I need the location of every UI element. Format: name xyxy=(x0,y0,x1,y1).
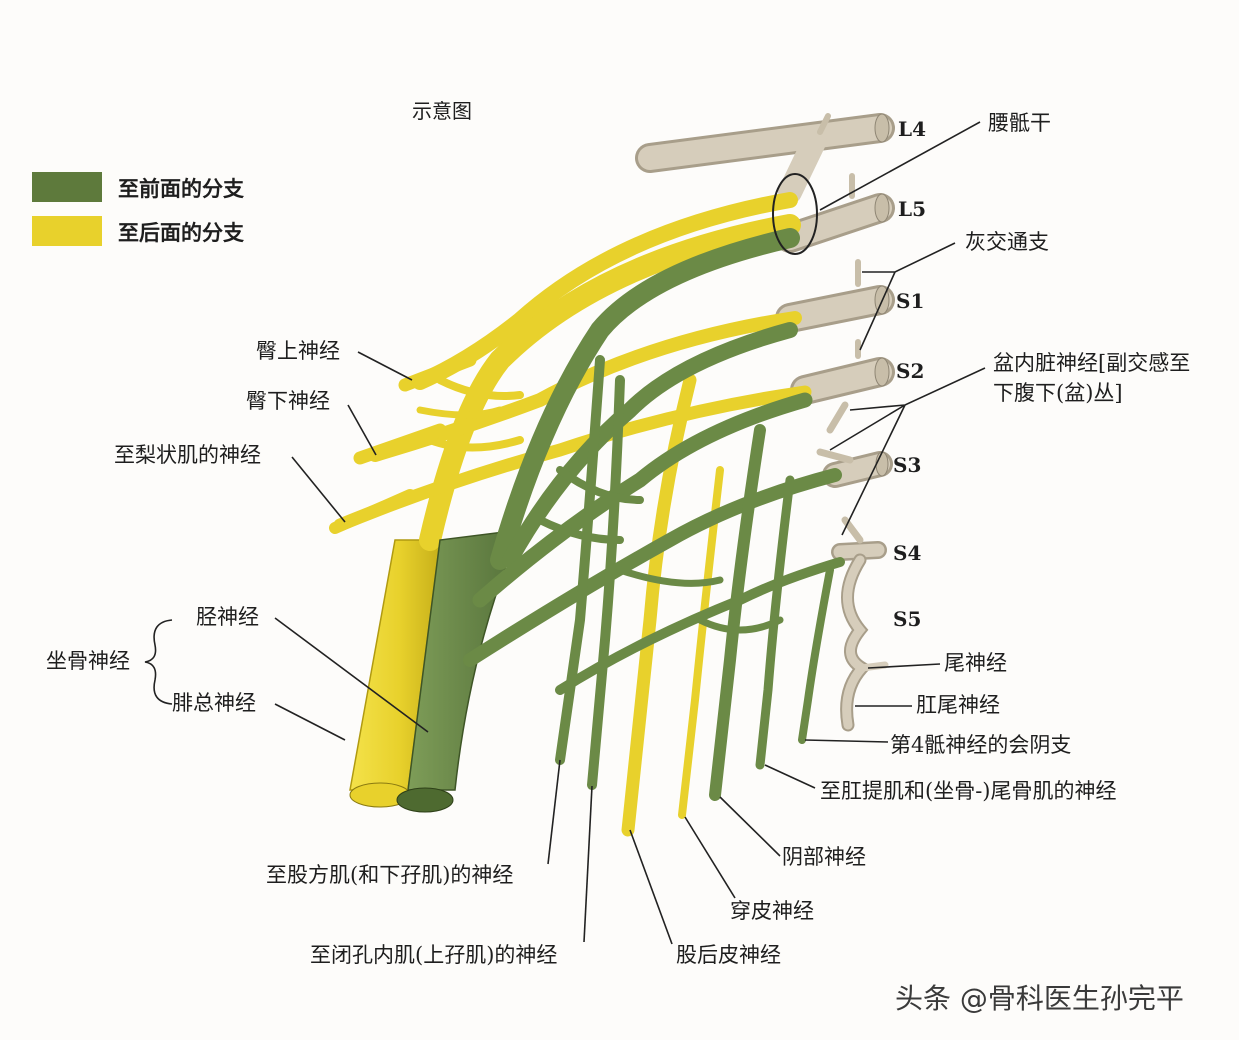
legend-swatch-posterior xyxy=(32,216,102,246)
label-obturator-internus: 至闭孔内肌(上孖肌)的神经 xyxy=(310,943,557,967)
legend-label-posterior: 至后面的分支 xyxy=(118,220,245,245)
root-label-s2: S2 xyxy=(896,359,924,383)
root-labels: L4 L5 S1 S2 S3 S4 S5 xyxy=(893,117,926,631)
root-label-s5: S5 xyxy=(893,607,921,631)
label-pelvic-splanchnic-2: 下腹下(盆)丛] xyxy=(993,381,1123,405)
label-levator-ani: 至肛提肌和(坐骨-)尾骨肌的神经 xyxy=(820,779,1116,803)
label-common-peroneal: 腓总神经 xyxy=(172,691,256,715)
label-inferior-gluteal: 臀下神经 xyxy=(246,389,330,413)
legend: 至前面的分支 至后面的分支 xyxy=(32,172,245,246)
label-perineal-s4: 第4骶神经的会阴支 xyxy=(890,733,1071,757)
label-gray-rami: 灰交通支 xyxy=(965,230,1049,254)
root-label-l5: L5 xyxy=(898,197,926,221)
label-perforating-cutaneous: 穿皮神经 xyxy=(730,899,814,923)
legend-swatch-anterior xyxy=(32,172,102,202)
legend-label-anterior: 至前面的分支 xyxy=(118,176,245,201)
label-pelvic-splanchnic-1: 盆内脏神经[副交感至 xyxy=(993,351,1190,375)
label-quadratus-femoris: 至股方肌(和下孖肌)的神经 xyxy=(266,863,513,887)
label-anococcygeal: 肛尾神经 xyxy=(916,693,1000,717)
gray-ramus-ring xyxy=(772,173,818,255)
label-posterior-femoral-cutaneous: 股后皮神经 xyxy=(676,943,781,967)
root-label-s1: S1 xyxy=(896,289,924,313)
label-lumbosacral-trunk: 腰骶干 xyxy=(988,111,1051,135)
anterior-divisions xyxy=(349,228,845,813)
label-sciatic: 坐骨神经 xyxy=(46,649,130,673)
label-pudendal: 阴部神经 xyxy=(782,845,866,869)
root-label-l4: L4 xyxy=(898,117,926,141)
nerve-labels: 腰骶干 灰交通支 盆内脏神经[副交感至 下腹下(盆)丛] 臀上神经 臀下神经 至… xyxy=(46,111,1190,967)
nerve-roots xyxy=(635,113,895,732)
label-piriformis: 至梨状肌的神经 xyxy=(114,443,261,467)
posterior-divisions xyxy=(329,192,812,837)
label-coccygeal: 尾神经 xyxy=(944,651,1007,675)
watermark: 头条 @骨科医生孙完平 xyxy=(895,982,1184,1015)
root-label-s3: S3 xyxy=(893,453,921,477)
diagram-title: 示意图 xyxy=(412,99,472,123)
label-superior-gluteal: 臀上神经 xyxy=(256,339,340,363)
root-label-s4: S4 xyxy=(893,541,921,565)
label-tibial: 胫神经 xyxy=(196,605,259,629)
leader-lines xyxy=(144,121,986,945)
